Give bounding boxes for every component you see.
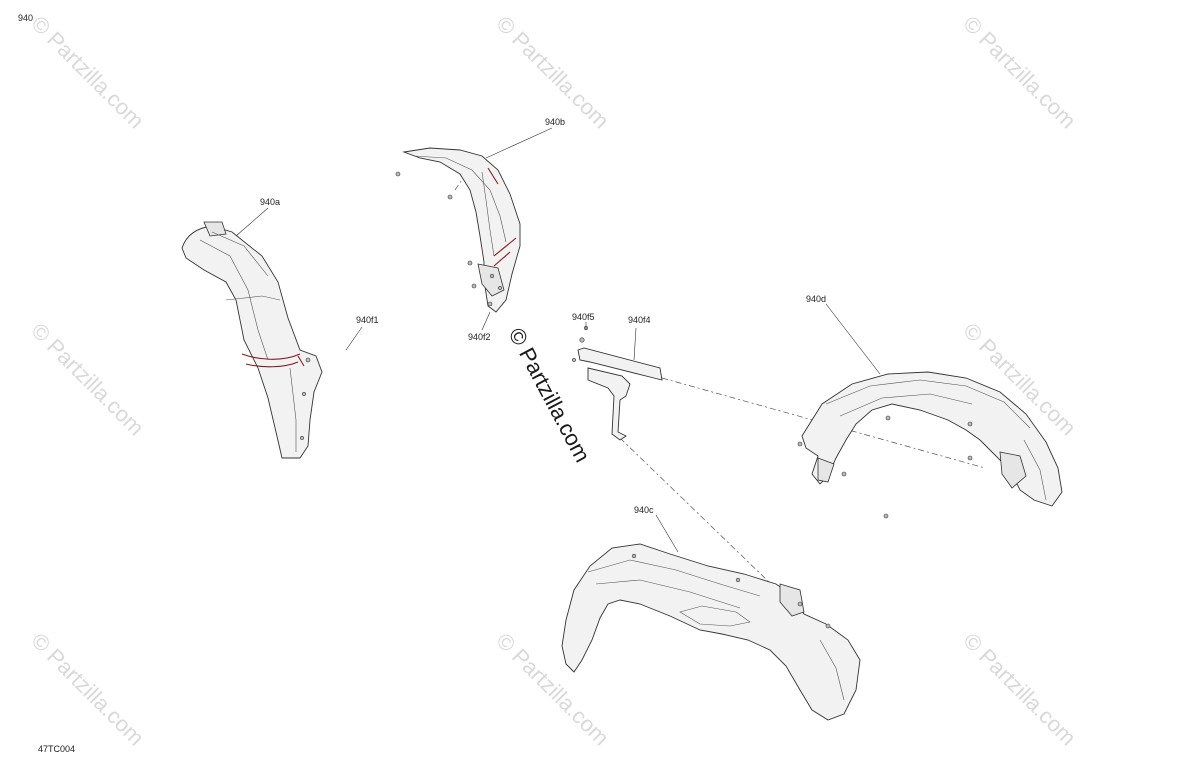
callout-940c: 940c — [634, 505, 654, 515]
assembly-lines — [454, 167, 986, 613]
watermark: © Partzilla.com — [958, 11, 1081, 134]
watermark: © Partzilla.com — [958, 628, 1081, 751]
watermark: © Partzilla.com — [491, 11, 614, 134]
callout-group: 940a 940b 940f1 940f2 940f5 940f4 940d 9… — [235, 117, 881, 553]
assembly-line — [454, 167, 471, 191]
callout-940f4: 940f4 — [628, 315, 651, 325]
callout-940f1: 940f1 — [356, 315, 379, 325]
callout-940b: 940b — [545, 117, 565, 127]
watermark: © Partzilla.com — [491, 628, 614, 751]
watermark: © Partzilla.com — [26, 318, 149, 441]
callout-940f5: 940f5 — [572, 312, 595, 322]
watermark: © Partzilla.com — [26, 11, 149, 134]
fender-940d-part — [797, 371, 1063, 519]
fender-940c-part — [561, 543, 861, 721]
center-watermark: © Partzilla.com — [504, 324, 596, 467]
watermark: © Partzilla.com — [26, 628, 149, 751]
fender-940b-part — [395, 147, 521, 313]
footer-code-label: 47TC004 — [38, 744, 75, 754]
callout-940a: 940a — [260, 197, 280, 207]
page-id-label: 940 — [18, 13, 33, 23]
bracket-940f4-part — [572, 325, 663, 441]
fender-940a-part — [181, 221, 323, 459]
callout-940d: 940d — [806, 294, 826, 304]
callout-940f2: 940f2 — [468, 332, 491, 342]
